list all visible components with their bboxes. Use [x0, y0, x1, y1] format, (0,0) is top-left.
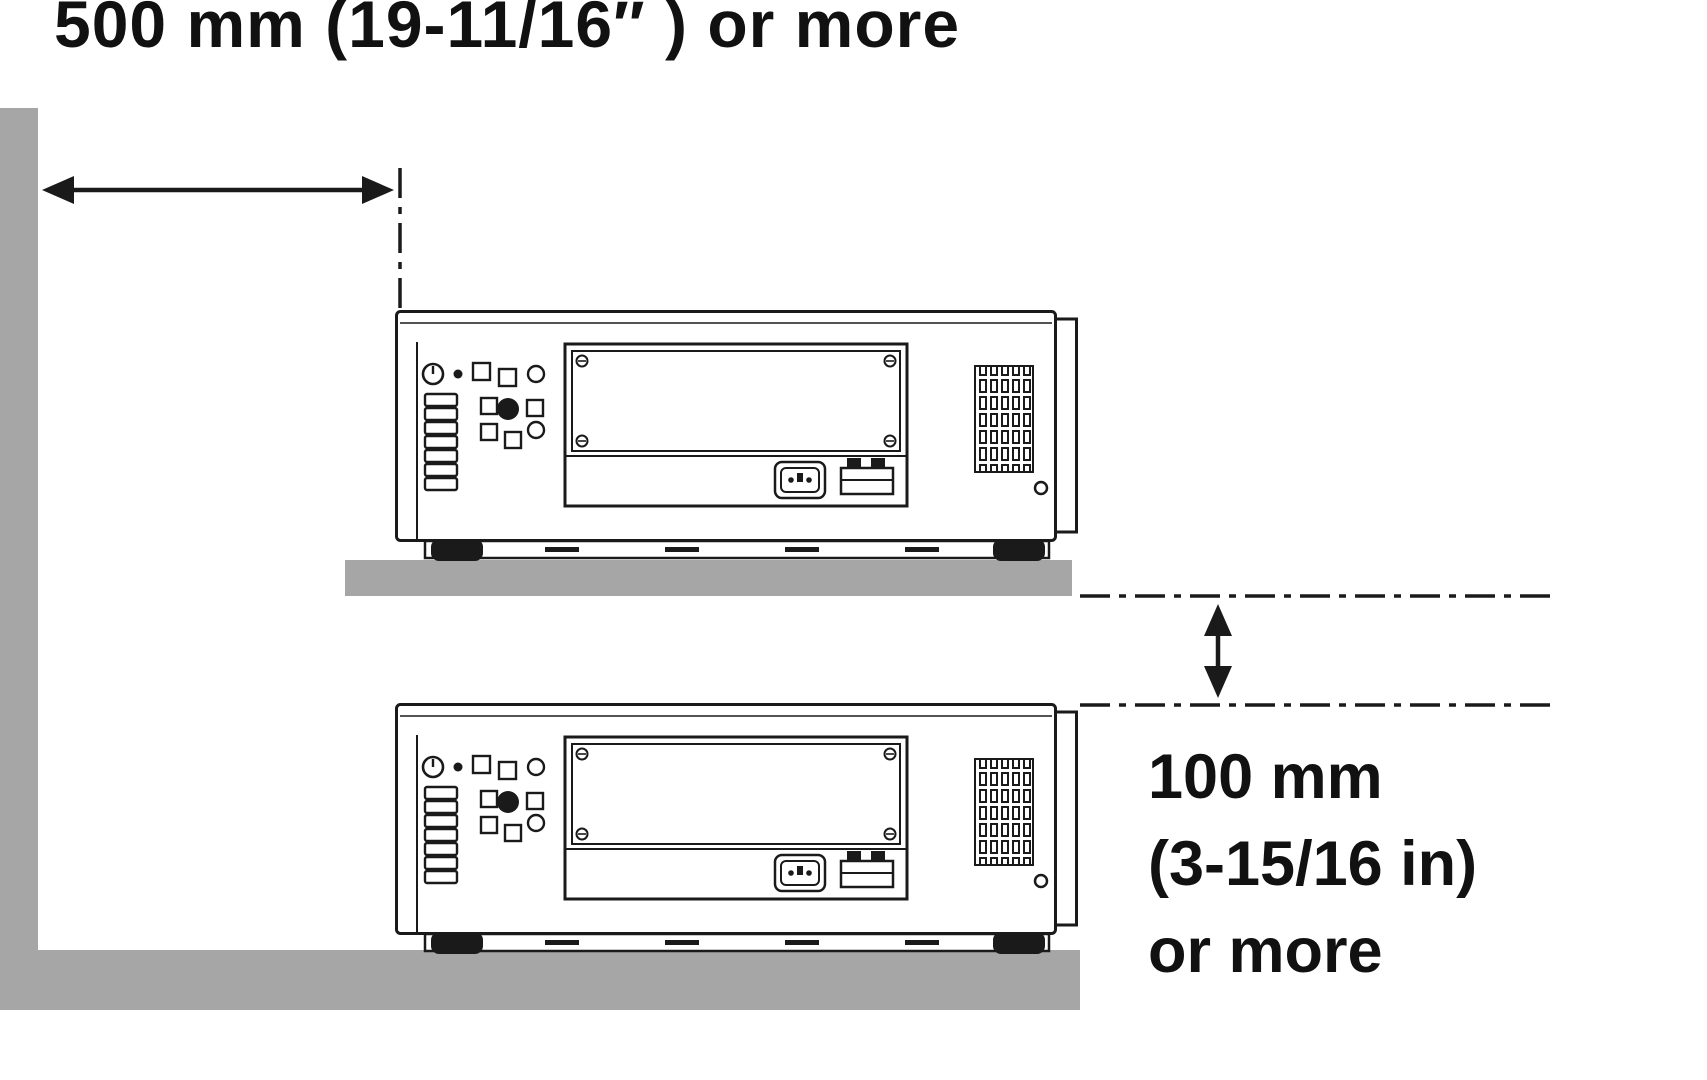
- projector-lower: [395, 703, 1078, 956]
- arrow-right-icon: [362, 176, 394, 204]
- stack-clearance-arrow: [1204, 604, 1232, 698]
- wall-clearance-arrow: [42, 176, 394, 204]
- arrow-up-icon: [1204, 604, 1232, 636]
- stack-clearance-line-1: 100 mm: [1148, 742, 1383, 812]
- arrow-left-icon: [42, 176, 74, 204]
- floor: [8, 950, 1080, 1010]
- stack-clearance-label: 100 mm (3-15/16 in) or more: [1148, 734, 1477, 995]
- shelf: [345, 560, 1072, 596]
- stack-clearance-line-2: (3-15/16 in): [1148, 828, 1478, 899]
- stack-clearance-line-3: or more: [1148, 915, 1383, 986]
- projector-upper: [395, 310, 1078, 563]
- wall-clearance-label: 500 mm (19-11/16″ ) or more: [54, 0, 961, 61]
- wall: [0, 108, 38, 1010]
- arrow-down-icon: [1204, 666, 1232, 698]
